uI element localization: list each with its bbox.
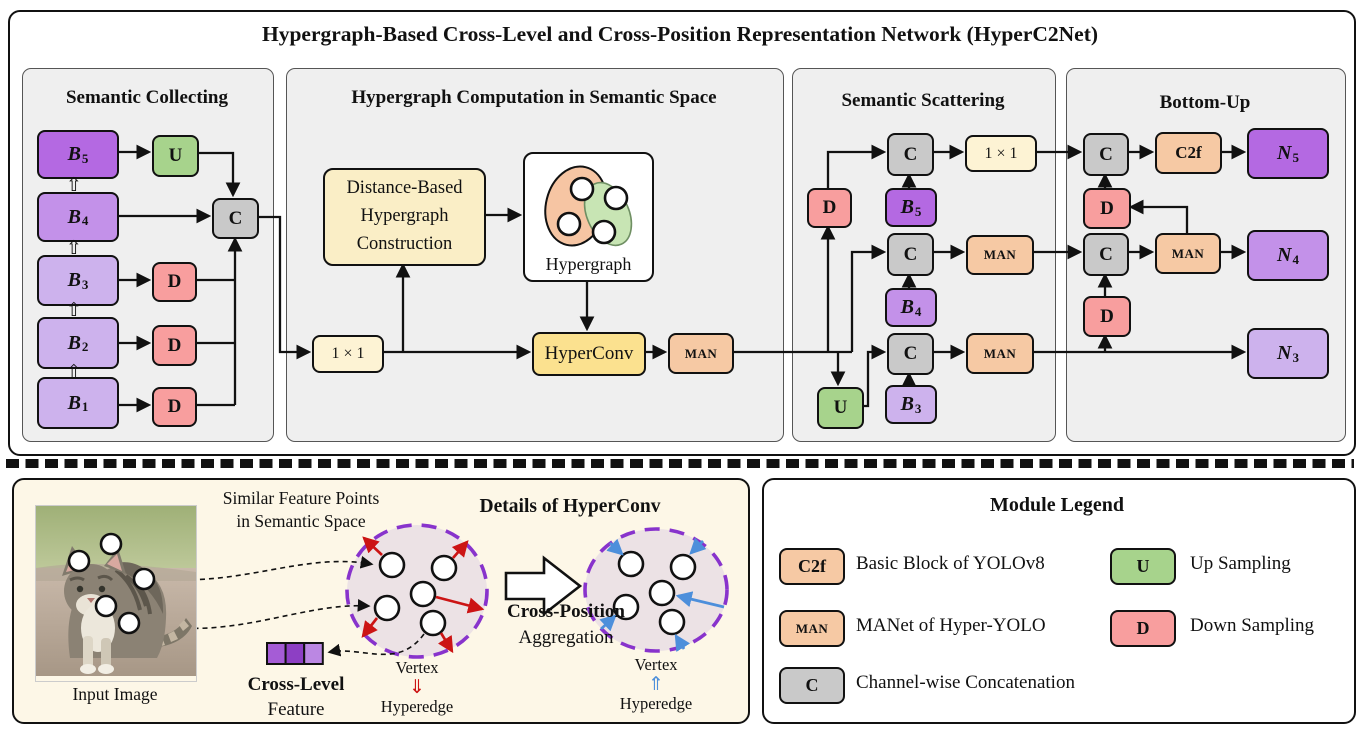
manet-node-scatter-bot: MAN (966, 333, 1034, 374)
aggregation-label: Aggregation (518, 627, 614, 648)
vertex-to-hyperedge-arrows (361, 536, 485, 654)
panel-title-semantic-collecting: Semantic Collecting (65, 87, 228, 108)
vertex-label-left: Vertex (395, 658, 439, 677)
backbone-up-arrow-icon: ⇧ (66, 237, 82, 259)
vertex-to-hyperedge-icon: ⇓ (409, 676, 425, 698)
distance-based-hypergraph-construction-node: Distance-Based Hypergraph Construction (323, 168, 486, 266)
backbone-up-arrow-icon: ⇧ (66, 361, 82, 383)
hyperedge-label-right: Hyperedge (619, 694, 693, 713)
legend-key-d: D (1110, 610, 1176, 647)
cross-level-feature-bar (266, 642, 324, 665)
conv1x1-node-scatter: 1 × 1 (965, 135, 1037, 172)
conv1x1-node: 1 × 1 (312, 335, 384, 373)
backbone-up-arrow-icon: ⇧ (66, 174, 82, 196)
concat-node-bottomup-mid: C (1083, 233, 1129, 276)
concat-node-bottomup-top: C (1083, 133, 1129, 176)
legend-key-c: C (779, 667, 845, 704)
hypergraph-illustration-box: Hypergraph (523, 152, 654, 282)
cross-level-feature-label: Feature (267, 699, 325, 720)
scattering-arrows (820, 144, 1083, 408)
concat-node-scatter-bot: C (887, 333, 934, 375)
hyperedge-to-vertex-arrows (599, 537, 725, 652)
legend-label-man: MANet of Hyper-YOLO (856, 615, 1046, 636)
hyperedge-label-left: Hyperedge (380, 697, 454, 716)
legend-label-d: Down Sampling (1190, 615, 1315, 636)
manet-node-scatter-mid: MAN (966, 235, 1034, 275)
hypergraph-blobs-icon (543, 165, 632, 247)
figure-title: Hypergraph-Based Cross-Level and Cross-P… (261, 22, 1099, 46)
downsample-node-2: D (152, 325, 197, 366)
downsample-node-scatter: D (807, 188, 852, 228)
vertex-label-right: Vertex (634, 655, 678, 674)
details-title: Details of HyperConv (479, 496, 661, 517)
module-legend-box (762, 478, 1356, 724)
panel-title-semantic-scattering: Semantic Scattering (841, 90, 1005, 111)
cross-position-label: Cross-Position (507, 601, 625, 622)
hyperedge-to-vertex-icon: ⇑ (648, 673, 664, 695)
input-image (35, 505, 197, 682)
manet-node-bottomup: MAN (1155, 233, 1221, 274)
input-image-label: Input Image (72, 684, 158, 704)
hyperconv-detail-left-circle (345, 523, 489, 659)
collecting-arrows (115, 144, 312, 413)
upsample-node: U (152, 135, 199, 177)
downsample-node-1: D (152, 262, 197, 302)
upsample-node-scatter: U (817, 387, 864, 429)
concat-node-scatter-mid: C (887, 233, 934, 276)
backbone-up-arrow-icon: ⇧ (66, 299, 82, 321)
manet-node: MAN (668, 333, 734, 374)
similar-feature-points-caption: Similar Feature Points in Semantic Space (222, 488, 380, 532)
panel-title-hypergraph-computation: Hypergraph Computation in Semantic Space (351, 87, 717, 108)
aggregation-transform-arrow (504, 555, 583, 617)
downsample-node-3: D (152, 387, 197, 427)
hyperconv-node: HyperConv (532, 332, 646, 376)
concat-node: C (212, 198, 259, 239)
cross-level-label: Cross-Level (247, 674, 345, 695)
legend-label-c2f: Basic Block of YOLOv8 (856, 553, 1045, 574)
hypergraph-label: Hypergraph (545, 254, 632, 274)
dashed-divider (6, 459, 1354, 468)
legend-key-u: U (1110, 548, 1176, 585)
bottomup-arrows (1030, 144, 1247, 360)
legend-label-u: Up Sampling (1190, 553, 1291, 574)
input-image-cat-photo (36, 506, 196, 676)
concat-node-scatter-top: C (887, 133, 934, 176)
legend-key-c2f: C2f (779, 548, 845, 585)
c2f-node: C2f (1155, 132, 1222, 174)
downsample-node-bottomup-bot: D (1083, 296, 1131, 337)
legend-key-man: MAN (779, 610, 845, 647)
panel-title-bottom-up: Bottom-Up (1159, 92, 1251, 113)
downsample-node-bottomup-top: D (1083, 188, 1131, 229)
legend-title: Module Legend (990, 494, 1124, 516)
hyperconv-detail-right-circle (583, 527, 729, 653)
legend-label-c: Channel-wise Concatenation (856, 672, 1075, 693)
